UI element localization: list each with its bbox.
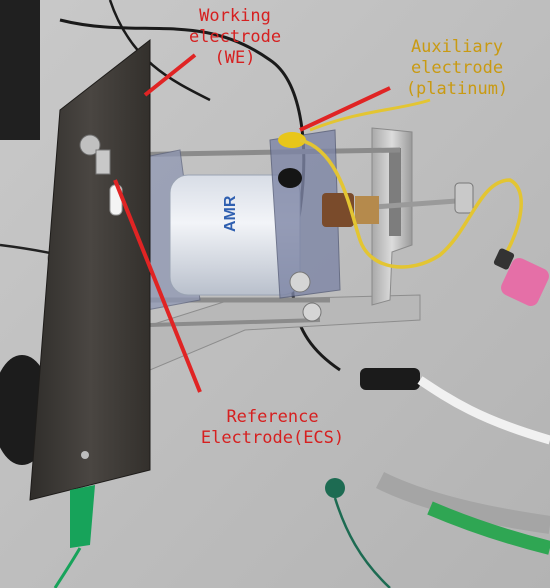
- pink-banana-plug: [501, 258, 549, 306]
- steel-side-plate: [29, 38, 151, 501]
- brass-coupling: [322, 193, 354, 227]
- working-electrode-clip: [79, 134, 101, 156]
- green-wire: [53, 547, 82, 588]
- auxiliary-electrode-label: Auxiliary electrode (platinum): [405, 37, 509, 99]
- rod-nut: [278, 168, 302, 188]
- rod-nut: [289, 271, 311, 293]
- working-electrode-clip: [95, 149, 111, 175]
- black-cable: [108, 0, 211, 102]
- green-wire: [333, 497, 391, 588]
- reference-electrode-label: Reference Electrode(ECS): [200, 407, 345, 448]
- cell-brand-mark: AMR: [222, 195, 239, 232]
- pink-banana-plug: [493, 248, 515, 270]
- yellow-alligator-clip: [278, 132, 306, 148]
- clamp-knob: [454, 182, 474, 214]
- green-cable: [427, 501, 550, 555]
- plate-screw: [81, 451, 89, 459]
- aux-pointer-line: [299, 86, 391, 132]
- yellow-cable: [299, 138, 523, 269]
- yellow-cable: [309, 98, 431, 132]
- green-alligator-clip: [70, 485, 95, 548]
- rod-nut: [302, 302, 322, 322]
- ref-pointer-line: [113, 179, 202, 393]
- grey-cable: [375, 471, 550, 534]
- white-cable: [417, 376, 550, 445]
- monitor-base: [0, 0, 40, 140]
- we-pointer-line: [143, 53, 197, 97]
- black-banana-plug: [360, 368, 420, 390]
- brass-coupling: [355, 196, 379, 224]
- green-clip-head: [325, 478, 345, 498]
- threaded-rod: [149, 318, 321, 327]
- bracket-slot: [389, 148, 401, 236]
- working-electrode-label: Working electrode (WE): [188, 6, 282, 68]
